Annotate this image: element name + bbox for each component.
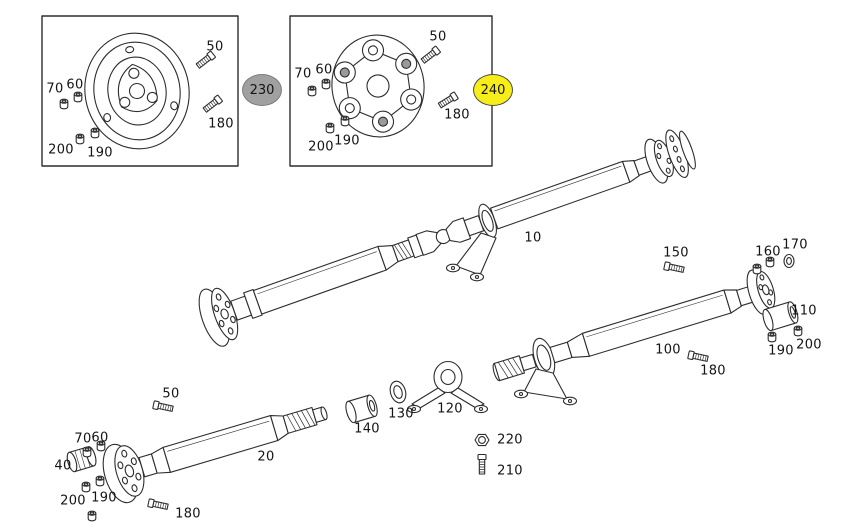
part-label-200: 200: [60, 493, 86, 509]
part-label-140: 140: [354, 421, 380, 437]
bolt-icon: [147, 498, 169, 512]
nut-icon: [59, 98, 69, 110]
part-label-200: 200: [48, 142, 74, 158]
part-label-160: 160: [755, 244, 781, 260]
part-label-50: 50: [162, 386, 180, 402]
part-label-50: 50: [206, 39, 224, 55]
nut-icon: [325, 122, 335, 134]
part-label-180: 180: [444, 107, 470, 123]
nut-icon: [307, 85, 317, 97]
part-label-40: 40: [54, 458, 72, 474]
part-label-70: 70: [294, 66, 312, 82]
part-label-20: 20: [257, 449, 275, 465]
nut-icon: [321, 78, 331, 90]
part-130-ring: [389, 380, 407, 404]
part-label-190: 190: [334, 133, 360, 149]
part-label-10: 10: [524, 230, 542, 246]
bolt-icon: [477, 453, 487, 475]
part-label-170: 170: [782, 237, 808, 253]
bolt-icon: [687, 350, 709, 364]
part-label-180: 180: [208, 116, 234, 132]
nut-icon: [340, 115, 350, 127]
nut-icon: [767, 331, 777, 343]
part-220-nut-drawing: [474, 433, 490, 447]
part-label-70: 70: [46, 81, 64, 97]
part-label-60: 60: [91, 430, 109, 446]
part-label-60: 60: [315, 62, 333, 78]
part-label-190: 190: [87, 145, 113, 161]
part-label-190: 190: [91, 490, 117, 506]
part-140-bushing: [345, 394, 378, 424]
part-label-180: 180: [175, 506, 201, 522]
nut-icon: [73, 91, 83, 103]
part-label-150: 150: [663, 245, 689, 261]
part-label-190: 190: [768, 343, 794, 359]
part-label-130: 130: [388, 406, 414, 422]
flex-disc-230-drawing: [84, 32, 190, 150]
bolt-icon: [152, 400, 174, 414]
nut-icon: [793, 325, 803, 337]
nut-icon: [87, 510, 97, 522]
rear-propshaft-drawing: [492, 269, 776, 382]
bolt-icon: [663, 261, 685, 275]
rear-center-bearing-bracket: [513, 368, 578, 406]
part-120-center-bearing: [406, 360, 489, 414]
flex-disc-240-drawing: [331, 34, 425, 138]
part-label-110: 110: [791, 303, 817, 319]
part-label-60: 60: [66, 77, 84, 93]
front-propshaft-drawing: [198, 129, 696, 347]
bottom-propshaft-drawing: [102, 406, 328, 504]
part-label-220: 220: [497, 432, 523, 448]
part-label-200: 200: [796, 337, 822, 353]
nut-icon: [75, 133, 85, 145]
part-label-100: 100: [655, 342, 681, 358]
nut-icon: [90, 127, 100, 139]
part-label-50: 50: [429, 29, 447, 45]
washer-icon: [783, 253, 795, 269]
nut-icon: [82, 446, 92, 458]
nut-icon: [95, 475, 105, 487]
front-center-bearing-bracket: [445, 232, 497, 282]
part-label-200: 200: [308, 139, 334, 155]
part-label-120: 120: [437, 401, 463, 417]
part-110-bushing: [762, 301, 799, 332]
part-label-180: 180: [700, 363, 726, 379]
nut-icon: [752, 263, 762, 275]
nut-icon: [81, 481, 91, 493]
part-label-210: 210: [497, 463, 523, 479]
part-label-70: 70: [74, 431, 92, 447]
callout-badge-240[interactable]: 240: [473, 74, 513, 106]
callout-badge-230[interactable]: 230: [242, 74, 282, 106]
